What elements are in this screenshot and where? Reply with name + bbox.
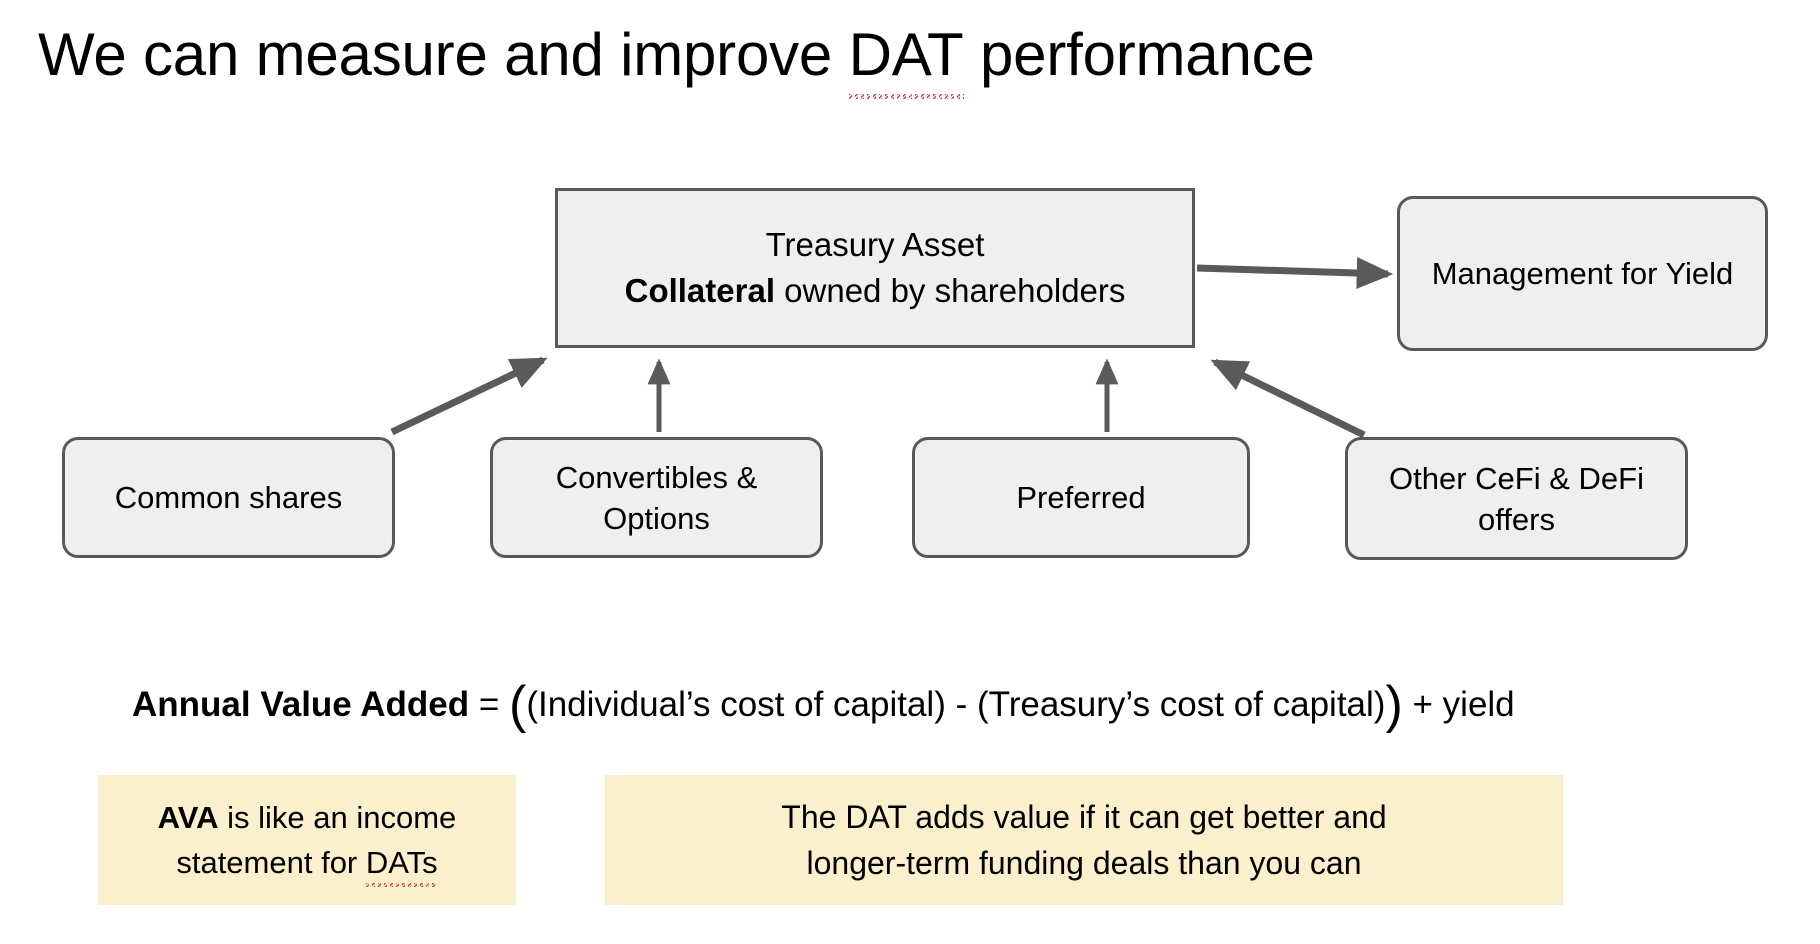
node-label-wrapper: Treasury Asset Collateral owned by share… — [615, 222, 1136, 314]
page-title-misspelled-word: DAT — [849, 18, 964, 92]
diagram-node-common-shares[interactable]: Common shares — [62, 437, 395, 558]
treasury-line2-rest: owned by shareholders — [775, 272, 1126, 309]
page-title-prefix: We can measure and improve — [38, 21, 849, 88]
callout-text: The DAT adds value if it can get better … — [781, 794, 1386, 886]
diagram-node-preferred[interactable]: Preferred — [912, 437, 1250, 558]
treasury-line1: Treasury Asset — [765, 226, 985, 263]
treasury-line2-bold: Collateral — [624, 272, 775, 309]
formula-operator: - — [945, 685, 977, 724]
formula-close-paren-outer: ) — [1385, 676, 1403, 735]
diagram-node-treasury-asset[interactable]: Treasury Asset Collateral owned by share… — [555, 188, 1195, 348]
page-title-suffix: performance — [963, 21, 1315, 88]
callout-line2: longer-term funding deals than you can — [806, 845, 1362, 881]
node-label: Preferred — [1016, 480, 1146, 515]
callout-misspelled-word: DATs — [366, 840, 438, 885]
diagram-node-convertibles-options[interactable]: Convertibles & Options — [490, 437, 823, 558]
callout-line1: The DAT adds value if it can get better … — [781, 799, 1387, 835]
page-title: We can measure and improve DAT performan… — [38, 18, 1315, 92]
arrow-cefi-to-treasury — [1210, 358, 1366, 439]
formula-term1: (Individual’s cost of capital) — [526, 685, 946, 724]
arrow-treasury-to-management — [1196, 257, 1394, 290]
callout-bold-lead: AVA — [157, 800, 219, 835]
callout-ava-income-statement: AVA is like an income statement for DATs — [98, 775, 516, 905]
formula-term2: (Treasury’s cost of capital) — [976, 685, 1386, 724]
callout-line2-prefix: statement for — [176, 845, 366, 880]
formula-equals: = — [469, 685, 509, 724]
node-label: Common shares — [114, 480, 343, 515]
diagram-node-other-cefi-defi[interactable]: Other CeFi & DeFi offers — [1345, 437, 1688, 560]
node-label: Convertibles & Options — [555, 459, 758, 536]
arrow-common-shares-to-treasury — [390, 356, 548, 436]
node-label: Other CeFi & DeFi offers — [1389, 460, 1644, 537]
formula-line: Annual Value Added = ((Individual’s cost… — [132, 679, 1515, 731]
formula-tail: + yield — [1402, 685, 1515, 724]
formula-open-paren-outer: ( — [508, 676, 527, 735]
callout-dat-adds-value: The DAT adds value if it can get better … — [605, 775, 1563, 905]
diagram-node-management-for-yield[interactable]: Management for Yield — [1397, 196, 1768, 351]
formula-label: Annual Value Added — [132, 685, 470, 724]
node-label: Management for Yield — [1431, 256, 1734, 291]
callout-line1-rest: is like an income — [218, 800, 457, 835]
callout-text: AVA is like an income statement for DATs — [158, 795, 457, 885]
